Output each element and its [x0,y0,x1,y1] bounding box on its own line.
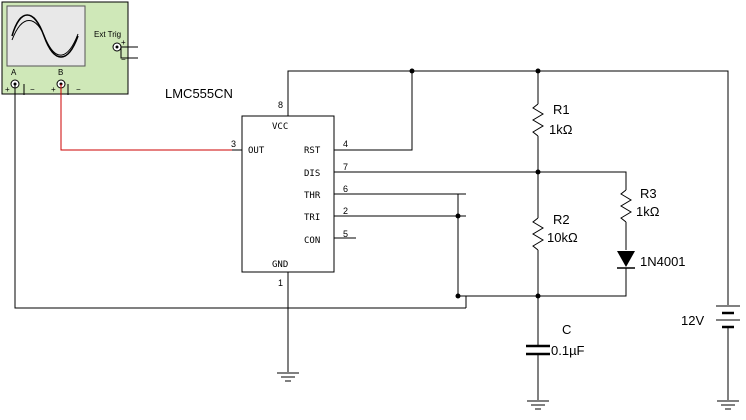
pin-con-number: 5 [343,229,348,239]
r2-value: 10kΩ [547,230,578,245]
r1-resistor[interactable] [532,103,544,137]
ic-555[interactable]: LMC555CN VCC OUT RST DIS THR TRI CON GND… [165,86,348,288]
junction-dot [455,213,461,219]
pin-tri-number: 2 [343,206,348,216]
ext-trig-label: Ext Trig [94,30,121,39]
oscilloscope[interactable]: Ext Trig + − A B + − + − [1,1,129,95]
r1-value: 1kΩ [549,122,573,137]
pin-out-number: 3 [231,139,236,149]
scope-minus-leads [23,84,69,95]
r3-value: 1kΩ [636,204,660,219]
pin-thr-number: 6 [343,184,348,194]
r1-name: R1 [553,102,570,117]
wire-vcc-rail [287,70,729,305]
ic-body [241,115,335,273]
r2-name: R2 [553,212,570,227]
oscilloscope-screen [6,5,86,67]
ext-trig-leads [120,46,138,59]
channel-a-minus: − [30,85,35,94]
pin-rst-label: RST [304,146,321,156]
wire-channel-b-out [60,84,232,151]
channel-b-plus: + [51,85,56,94]
pin-dis-number: 7 [343,162,348,172]
pin-gnd-label: GND [272,260,288,270]
r3-resistor[interactable] [620,189,632,223]
r2-resistor[interactable] [532,217,544,251]
pin-out-label: OUT [248,146,265,156]
junction-dot [535,169,541,175]
pin-rst-number: 4 [343,139,348,149]
pin-tri-label: TRI [304,213,320,223]
junction-dot [409,68,415,74]
ext-trig-minus: − [121,55,126,64]
channel-b-minus: − [76,85,81,94]
ground-symbol-battery [717,400,739,410]
junction-dot [535,68,541,74]
pin-vcc-number: 8 [278,100,283,110]
ic-name-label: LMC555CN [165,86,233,101]
ground-symbol-cap [527,400,549,410]
channel-b-label: B [58,68,63,77]
battery-12v[interactable] [716,305,740,329]
cap-name: C [562,322,571,337]
wire-rst-to-vcc [334,71,413,151]
pin-vcc-label: VCC [272,122,288,132]
pin-thr-label: THR [304,191,321,201]
diode-body [617,251,635,267]
ext-trig-terminal-center [115,45,119,49]
pin-con-label: CON [304,236,320,246]
capacitor-c[interactable] [526,344,550,356]
junction-dot [535,293,541,299]
wire-channel-a-ground [14,84,466,309]
ext-trig-plus: + [121,38,126,47]
pin-gnd-number: 1 [278,278,283,288]
ground-symbol-ic [277,372,299,382]
wire-dis [334,171,627,190]
channel-a-plus: + [5,85,10,94]
pin-dis-label: DIS [304,169,320,179]
sine-trace-2 [11,20,79,56]
wire-cap-node [458,268,627,297]
diode-1n4001[interactable] [617,251,635,269]
channel-a-label: A [11,68,17,77]
cap-value: 0.1µF [551,343,585,358]
junction-dot [455,293,461,299]
r3-name: R3 [640,186,657,201]
battery-value: 12V [681,313,704,328]
diode-name: 1N4001 [640,254,686,269]
